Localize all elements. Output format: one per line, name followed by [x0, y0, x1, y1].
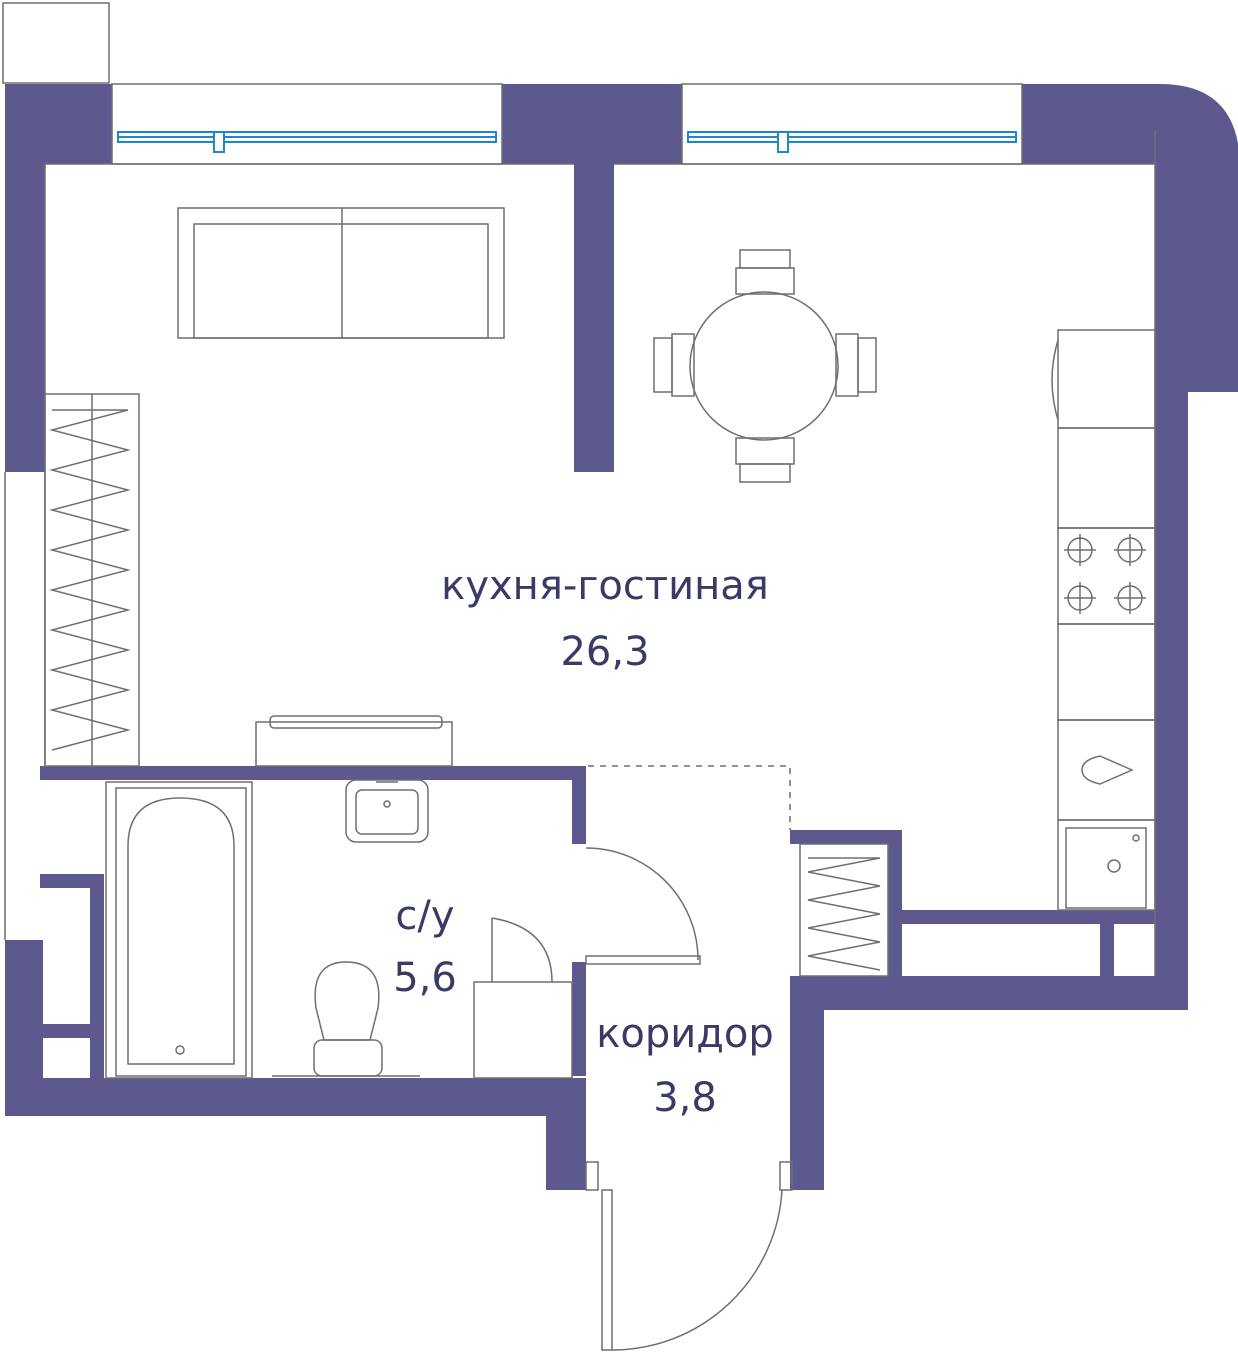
- wall-partition: [574, 130, 614, 472]
- bathtub: [105, 781, 253, 1079]
- wall-corridor-top: [790, 976, 1188, 1010]
- wall-entry-left: [546, 1116, 586, 1190]
- wall-left-niche-2: [40, 1024, 104, 1038]
- wardrobe: [44, 393, 140, 767]
- window-right-frame: [681, 83, 1023, 165]
- oven: [1057, 719, 1156, 821]
- wall-right: [1155, 130, 1188, 1010]
- wall-left-lower: [5, 940, 43, 1116]
- closet: [799, 843, 889, 977]
- wall-left-niche-3: [90, 874, 104, 1078]
- wall-loggia-post: [1100, 910, 1114, 976]
- wall-bottom-left: [40, 1078, 586, 1116]
- kitchen-counter: [1057, 427, 1156, 721]
- room-label-corridor: коридор 3,8: [570, 1014, 800, 1118]
- hob: [1057, 527, 1156, 625]
- balcony-box: [2, 2, 110, 84]
- wall-corridor-right: [790, 976, 824, 1190]
- wall-top-right-corner: [1022, 84, 1238, 392]
- wall-loggia-top: [888, 910, 1158, 924]
- wall-left-upper: [5, 130, 45, 472]
- dining-table: [689, 291, 839, 441]
- room-area: 5,6: [393, 955, 457, 1001]
- wall-bath-door-jamb-top: [572, 766, 586, 844]
- window: [117, 131, 1017, 153]
- room-area: 3,8: [653, 1075, 717, 1121]
- chair: [653, 249, 877, 483]
- wall-left-niche: [40, 874, 104, 888]
- wall-closet-side: [790, 830, 902, 844]
- wall-bath-door-jamb-bottom: [572, 962, 586, 1076]
- opening-dashed: [588, 765, 791, 830]
- wall-closet-right: [888, 830, 902, 976]
- room-name: коридор: [596, 1011, 774, 1057]
- room-label-bathroom: с/у 5,6: [355, 896, 495, 998]
- washing-machine: [473, 917, 573, 1079]
- walls: [5, 84, 1238, 1190]
- room-label-kitchen: кухня-гостиная 26,3: [405, 566, 805, 672]
- room-name: с/у: [395, 893, 455, 939]
- room-name: кухня-гостиная: [441, 563, 769, 609]
- refrigerator: [1051, 329, 1156, 429]
- window-left-frame: [111, 83, 503, 165]
- tv-stand: [255, 715, 453, 767]
- door: [585, 847, 793, 1351]
- washbasin: [345, 779, 429, 843]
- furniture: [44, 207, 1156, 1351]
- kitchen-sink: [1057, 819, 1156, 911]
- room-area: 26,3: [560, 629, 650, 675]
- toilet: [272, 961, 420, 1077]
- sofa: [177, 207, 505, 339]
- wall-bath-top: [40, 766, 586, 780]
